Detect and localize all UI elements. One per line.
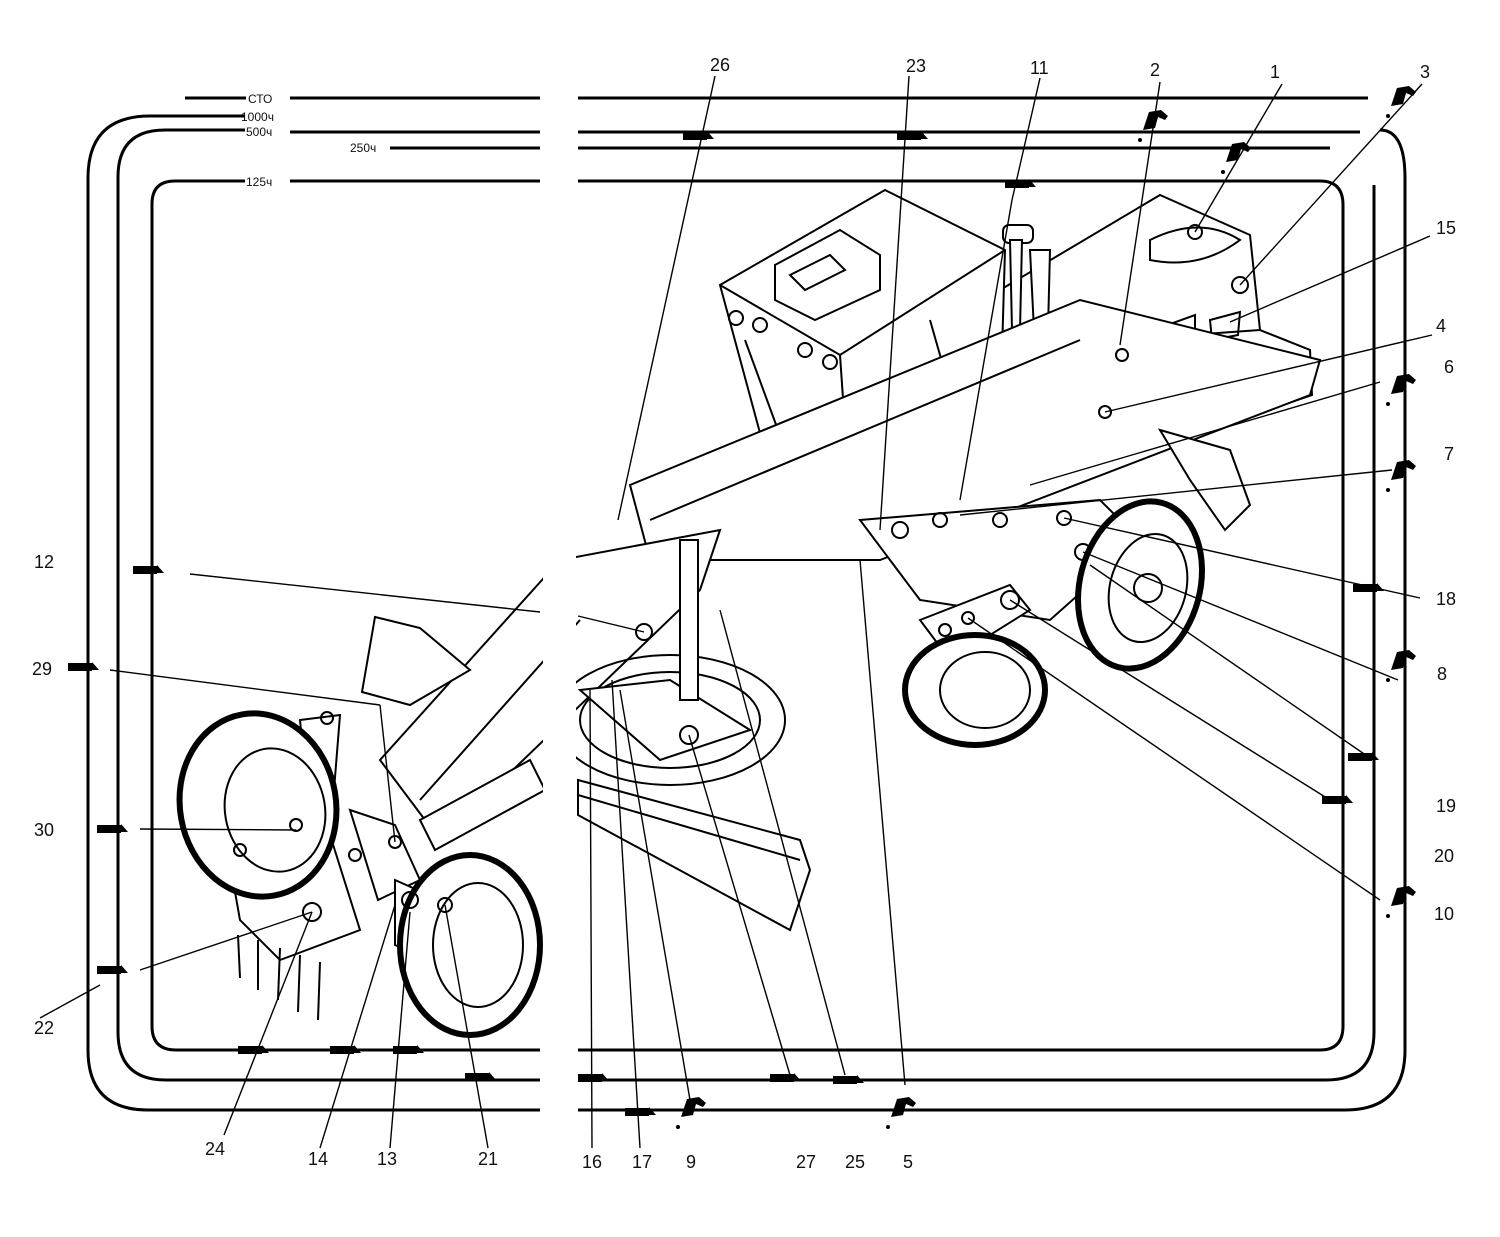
callout-21: 21 — [478, 1149, 498, 1169]
callout-26: 26 — [710, 55, 730, 75]
interval-tag-sto: СТО — [248, 92, 272, 106]
callout-14: 14 — [308, 1149, 328, 1169]
callout-30: 30 — [34, 820, 54, 840]
callout-7: 7 — [1444, 444, 1454, 464]
callout-8: 8 — [1437, 664, 1447, 684]
grease-gun-icon — [578, 1073, 609, 1082]
oil-can-icon — [1386, 460, 1416, 492]
callout-9: 9 — [686, 1152, 696, 1172]
grease-gun-icon — [330, 1045, 361, 1054]
callout-25: 25 — [845, 1152, 865, 1172]
grease-gun-icon — [465, 1072, 496, 1081]
interval-tag-500h: 500ч — [246, 125, 272, 139]
grease-gun-icon — [833, 1075, 864, 1084]
callout-16: 16 — [582, 1152, 602, 1172]
interval-frames — [86, 96, 1407, 1112]
callout-17: 17 — [632, 1152, 652, 1172]
callout-6: 6 — [1444, 357, 1454, 377]
grease-gun-icon — [625, 1107, 656, 1116]
grease-gun-icon — [133, 565, 164, 574]
grease-gun-icon — [68, 662, 99, 671]
frame-125h — [150, 179, 1345, 1052]
grease-gun-icon — [770, 1073, 801, 1082]
oil-can-icon — [1386, 886, 1416, 918]
callout-19: 19 — [1436, 796, 1456, 816]
oil-can-icon — [1386, 374, 1416, 406]
callout-3: 3 — [1420, 62, 1430, 82]
callout-23: 23 — [906, 56, 926, 76]
callout-12: 12 — [34, 552, 54, 572]
callout-1: 1 — [1270, 62, 1280, 82]
callout-5: 5 — [903, 1152, 913, 1172]
oil-can-icon — [886, 1097, 916, 1129]
grease-gun-icon — [1353, 583, 1384, 592]
frame-1000h — [86, 114, 1407, 1112]
callout-15: 15 — [1436, 218, 1456, 238]
interval-tag-1000h: 1000ч — [241, 110, 274, 124]
callout-2: 2 — [1150, 60, 1160, 80]
leader-lines — [39, 75, 1433, 1149]
frame-500h — [116, 128, 1376, 1082]
interval-tag-250h: 250ч — [350, 141, 376, 155]
oil-can-icon — [1386, 86, 1416, 118]
grease-gun-icon — [238, 1045, 269, 1054]
callout-20: 20 — [1434, 846, 1454, 866]
image-split-gap — [543, 0, 576, 1237]
callout-13: 13 — [377, 1149, 397, 1169]
callout-27: 27 — [796, 1152, 816, 1172]
oil-can-icon — [676, 1097, 706, 1129]
grease-gun-icon — [97, 965, 128, 974]
callout-29: 29 — [32, 659, 52, 679]
callout-numbers: 1 2 3 4 5 6 7 8 9 10 11 12 13 14 15 16 1… — [32, 55, 1456, 1172]
callout-11: 11 — [1030, 58, 1049, 78]
interval-tag-125h: 125ч — [246, 175, 272, 189]
grease-gun-icon — [97, 824, 128, 833]
callout-24: 24 — [205, 1139, 225, 1159]
callout-22: 22 — [34, 1018, 54, 1038]
grease-gun-icon — [1322, 795, 1353, 804]
callout-4: 4 — [1436, 316, 1446, 336]
motor-grader-illustration — [176, 188, 1322, 1038]
callout-18: 18 — [1436, 589, 1456, 609]
grease-gun-icon — [393, 1045, 424, 1054]
oil-can-icon — [1138, 110, 1168, 142]
callout-10: 10 — [1434, 904, 1454, 924]
